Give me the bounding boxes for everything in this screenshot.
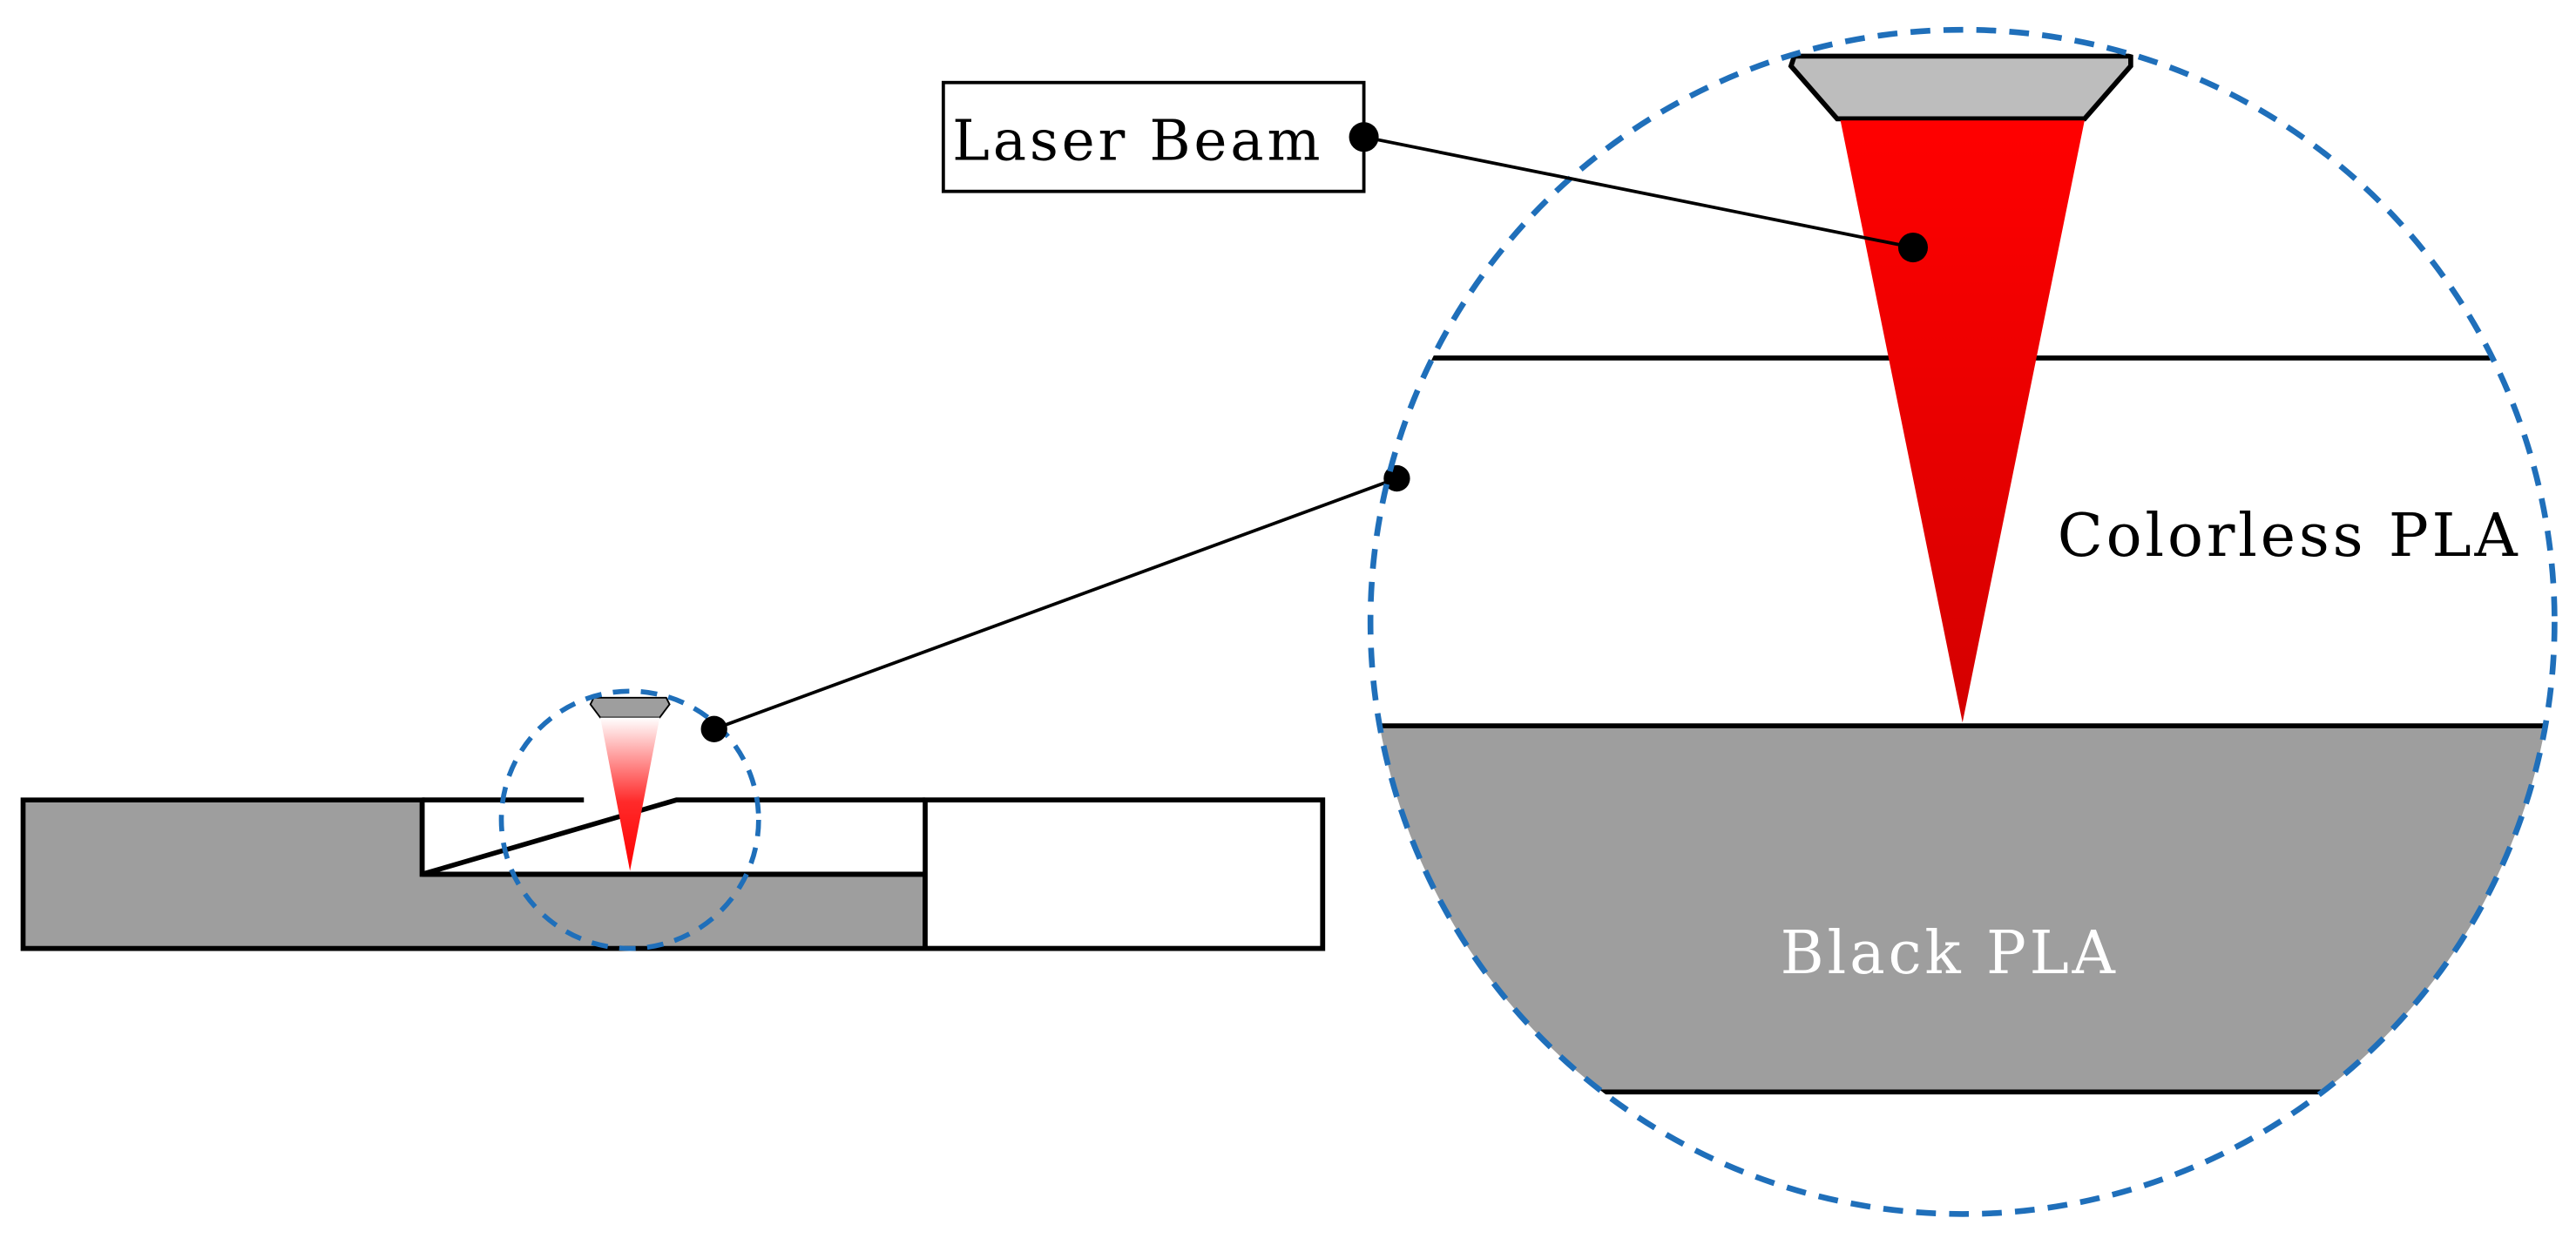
- laser-beam-dot-start: [1349, 122, 1379, 152]
- laser-head-icon: [589, 696, 671, 719]
- big-laser-head-icon: [1788, 53, 2133, 122]
- laser-beam-leader-line: [1363, 135, 1914, 249]
- leader-dot-big: [1383, 464, 1410, 492]
- leader-dot-small: [700, 715, 727, 742]
- magnified-view: [1370, 53, 2555, 1215]
- colorless-pla-fill: [925, 802, 1321, 946]
- black-pla-label: Black PLA: [1781, 919, 2119, 988]
- laser-beam-label-box: [941, 80, 1366, 193]
- zoom-leader-line: [713, 477, 1398, 731]
- laser-beam-label: Laser Beam: [952, 109, 1323, 174]
- small-callout-circle: [498, 688, 761, 951]
- big-callout-circle: [1367, 26, 2558, 1217]
- small-laser-head: [589, 696, 671, 871]
- colorless-pla-label: Colorless PLA: [2058, 502, 2521, 571]
- big-laser-cone: [1840, 120, 2085, 723]
- laser-beam-callout: Laser Beam: [941, 80, 1929, 263]
- small-laser-cone: [600, 717, 660, 871]
- laser-beam-dot-end: [1897, 232, 1929, 263]
- part-assembly: [20, 797, 1326, 951]
- black-pla-region: [1370, 726, 2555, 1093]
